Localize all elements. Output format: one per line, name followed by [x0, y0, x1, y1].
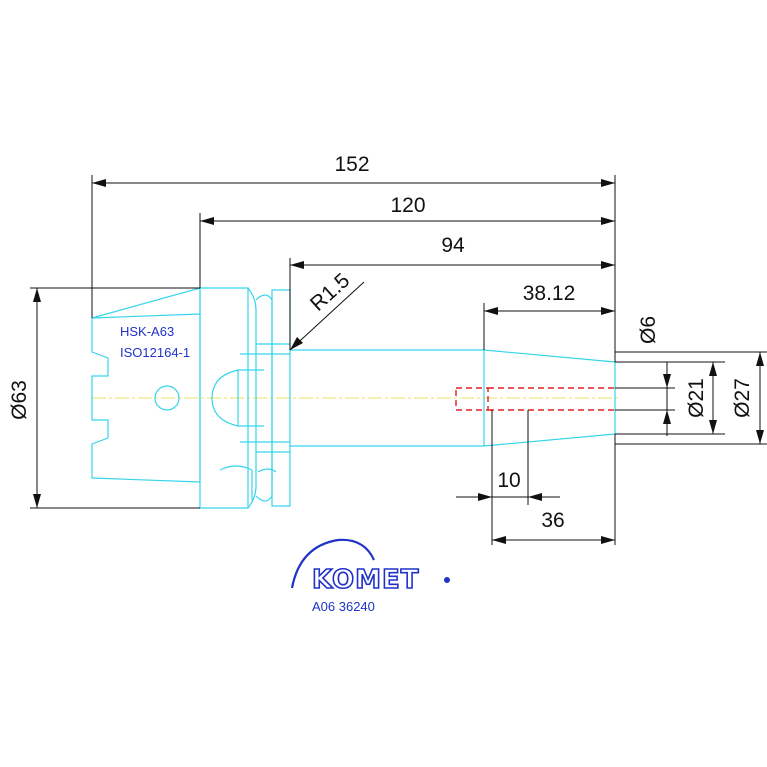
dim-bore-small-label: Ø6 [637, 316, 660, 344]
logo-arc-icon [290, 538, 376, 589]
registered-mark-icon [444, 577, 450, 583]
dim-bore-outer: Ø27 [731, 352, 764, 444]
dim-shank-length-label: 120 [390, 194, 425, 217]
part-number: A06 36240 [312, 599, 375, 614]
dim-bore-outer-label: Ø27 [731, 378, 754, 418]
dim-radius: R1.5 [289, 269, 365, 351]
dim-tip-length-label: 36 [541, 509, 564, 532]
tool-holder-outline [91, 287, 616, 509]
standard-note: ISO12164-1 [120, 345, 190, 360]
dim-overall-length-label: 152 [334, 153, 369, 176]
dim-radius-label: R1.5 [306, 269, 354, 316]
dim-flange-diameter-label: Ø63 [8, 380, 31, 420]
komet-logo: KOMET [290, 538, 450, 596]
dim-taper-length-label: 38.12 [523, 282, 576, 305]
extension-lines [30, 175, 767, 545]
dim-taper-length: 38.12 [484, 282, 615, 315]
logo-brand: KOMET [312, 565, 419, 595]
dim-tool-length-label: 94 [441, 234, 465, 257]
dim-bore-mid: Ø21 [685, 362, 717, 434]
dim-bore-depth: 10 [456, 469, 560, 501]
dim-flange-diameter: Ø63 [8, 288, 41, 508]
dim-bore-mid-label: Ø21 [685, 378, 708, 418]
dim-bore-small: Ø6 [637, 316, 671, 436]
interface-note: HSK-A63 [120, 324, 174, 339]
dim-overall-length: 152 [92, 153, 615, 187]
hidden-bore [455, 387, 615, 411]
dim-bore-depth-label: 10 [497, 469, 520, 492]
dim-tool-length: 94 [290, 234, 615, 269]
dim-shank-length: 120 [200, 194, 615, 225]
dim-tip-length: 36 [492, 509, 615, 544]
